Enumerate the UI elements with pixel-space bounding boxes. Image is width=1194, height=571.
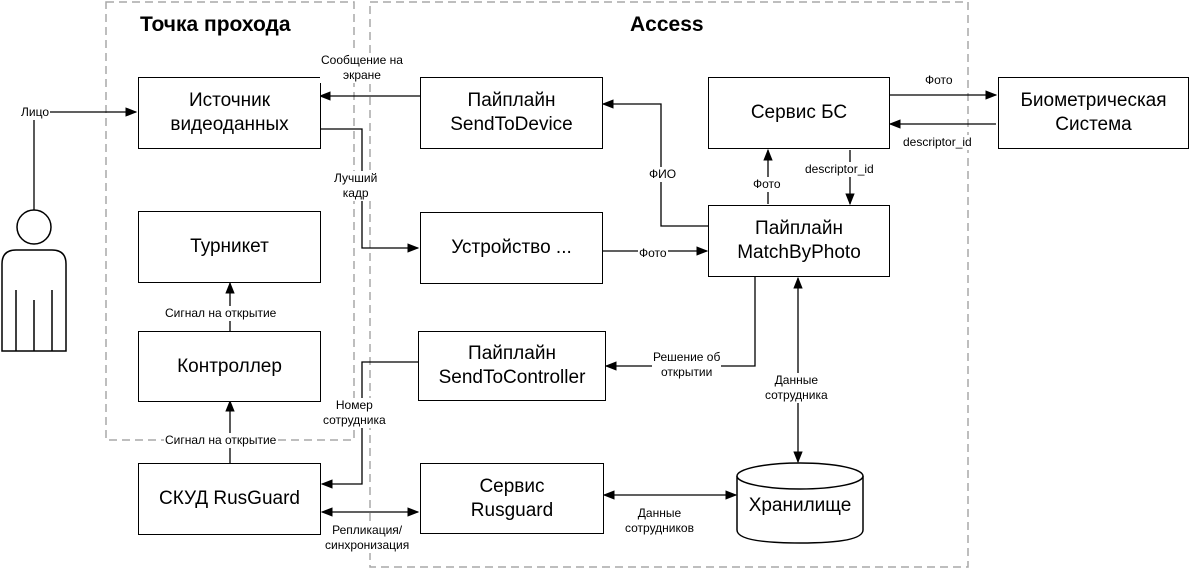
label-descriptor-bs: descriptor_id: [902, 135, 973, 150]
rusguard-service-label: Сервис Rusguard: [470, 475, 554, 521]
match-by-photo-label: Пайплайн MatchByPhoto: [737, 218, 861, 263]
biometric-system-label: Биометрическая Система: [1020, 90, 1167, 135]
access-region-frame: [369, 1, 969, 568]
gate-region-title: Точка прохода: [140, 13, 291, 36]
label-photo-biometric: Фото: [924, 73, 954, 88]
send-to-device-label: Пайплайн SendToDevice: [450, 90, 573, 135]
storage-cylinder: [736, 462, 864, 544]
send-to-controller-label: Пайплайн SendToController: [438, 343, 586, 388]
label-employees-data: Данные сотрудников: [624, 506, 695, 536]
person-icon: [1, 209, 67, 352]
bs-service-box: Сервис БС: [708, 77, 890, 149]
label-best-frame: Лучший кадр: [333, 171, 379, 201]
label-face: Лицо: [20, 105, 50, 120]
turnstile-label: Турникет: [190, 236, 269, 257]
label-descriptor-match: descriptor_id: [804, 162, 875, 177]
storage-label: Хранилище: [748, 495, 852, 516]
send-to-device-box: Пайплайн SendToDevice: [420, 77, 603, 149]
match-by-photo-box: Пайплайн MatchByPhoto: [708, 205, 890, 277]
rusguard-service-box: Сервис Rusguard: [420, 463, 604, 534]
edge-face: [33, 107, 138, 210]
device-label: Устройство ...: [451, 237, 572, 258]
video-source-box: Источник видеоданных: [138, 77, 321, 149]
edge-fio: [601, 99, 708, 227]
label-open-signal-controller: Сигнал на открытие: [164, 433, 278, 448]
label-photo-device: Фото: [638, 246, 668, 261]
label-open-signal-turnstile: Сигнал на открытие: [164, 306, 278, 321]
turnstile-box: Турникет: [138, 211, 321, 283]
biometric-system-box: Биометрическая Система: [998, 77, 1189, 149]
label-employee-number: Номер сотрудника: [322, 398, 387, 428]
video-source-label: Источник видеоданных: [170, 90, 289, 135]
access-region-title: Access: [630, 13, 704, 36]
send-to-controller-box: Пайплайн SendToController: [418, 331, 606, 401]
label-fio: ФИО: [648, 167, 678, 182]
controller-label: Контроллер: [177, 355, 282, 377]
controller-box: Контроллер: [138, 331, 321, 402]
label-photo-bs: Фото: [752, 177, 782, 192]
skud-box: СКУД RusGuard: [138, 463, 321, 535]
label-replication: Репликация/ синхронизация: [324, 523, 411, 553]
label-employee-data: Данные сотрудника: [764, 373, 829, 403]
bs-service-label: Сервис БС: [750, 102, 848, 123]
label-open-decision: Решение об открытии: [652, 350, 722, 380]
device-box: Устройство ...: [420, 212, 603, 284]
skud-label: СКУД RusGuard: [159, 488, 300, 509]
label-screen-message: Сообщение на экране: [320, 53, 404, 83]
